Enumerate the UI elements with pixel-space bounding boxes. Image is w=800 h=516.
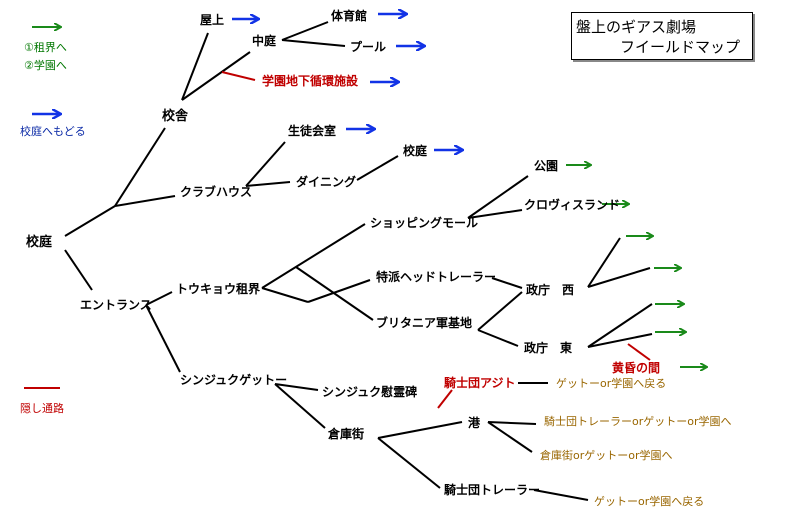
node-dining[interactable]: ダイニング [296, 175, 357, 189]
node-okujou[interactable]: 屋上 [200, 13, 225, 27]
legend-green-line1: ①租界へ [24, 41, 67, 54]
node-tokuha[interactable]: 特派ヘッドトレーラー [376, 270, 497, 284]
node-britannia[interactable]: ブリタニア軍基地 [376, 316, 473, 330]
tree-lines [64, 21, 653, 501]
node-club-house[interactable]: クラブハウス [180, 185, 253, 199]
node-nakaniwa[interactable]: 中庭 [252, 34, 277, 48]
node-shinjuku-irei[interactable]: シンジュク慰霊碑 [322, 385, 418, 399]
node-kishidan-trailer[interactable]: 騎士団トレーラー [444, 483, 541, 497]
node-taiikukan[interactable]: 体育館 [331, 9, 368, 23]
node-tasogare[interactable]: 黄昏の間 [612, 361, 661, 375]
node-seichou-higashi[interactable]: 政庁 東 [524, 341, 573, 355]
green-arrows [32, 27, 706, 367]
title-line2: フイールドマップ [620, 38, 741, 56]
exit-minato-2[interactable]: 倉庫街orゲットーor学園へ [540, 449, 673, 462]
legend-blue: 校庭へもどる [20, 125, 86, 138]
exit-ajito[interactable]: ゲットーor学園へ戻る [556, 377, 667, 390]
node-kotei[interactable]: 校庭 [26, 235, 53, 250]
node-minato[interactable]: 港 [468, 416, 481, 430]
node-kouen[interactable]: 公園 [534, 159, 559, 173]
node-kousha[interactable]: 校舎 [162, 109, 189, 124]
legend-green-line2: ②学園へ [24, 59, 67, 72]
node-entrance[interactable]: エントランス [80, 298, 152, 312]
title-box: 盤上のギアス劇場 フイールドマップ [571, 12, 753, 60]
exit-minato-1[interactable]: 騎士団トレーラーorゲットーor学園へ [544, 415, 732, 428]
node-soko[interactable]: 倉庫街 [328, 427, 365, 441]
node-seitokai[interactable]: 生徒会室 [288, 124, 337, 138]
node-kotei2[interactable]: 校庭 [403, 144, 428, 158]
node-gakuen-chika[interactable]: 学園地下循環施設 [262, 74, 359, 88]
node-tokyo-sokai[interactable]: トウキョウ租界 [176, 282, 261, 296]
node-pool[interactable]: プール [350, 40, 387, 54]
legend-red: 隠し通路 [20, 402, 64, 415]
hidden-passages [24, 71, 651, 409]
blue-arrows [32, 14, 462, 150]
node-clovis[interactable]: クロヴィスランド [524, 198, 621, 212]
node-seichou-nishi[interactable]: 政庁 西 [526, 283, 575, 297]
title-line1: 盤上のギアス劇場 [576, 18, 697, 36]
node-shinjuku-ghetto[interactable]: シンジュクゲットー [180, 373, 288, 387]
exit-trailer[interactable]: ゲットーor学園へ戻る [594, 495, 705, 508]
node-shopping[interactable]: ショッピングモール [370, 216, 479, 230]
node-kishidan-ajito[interactable]: 騎士団アジト [444, 376, 516, 390]
